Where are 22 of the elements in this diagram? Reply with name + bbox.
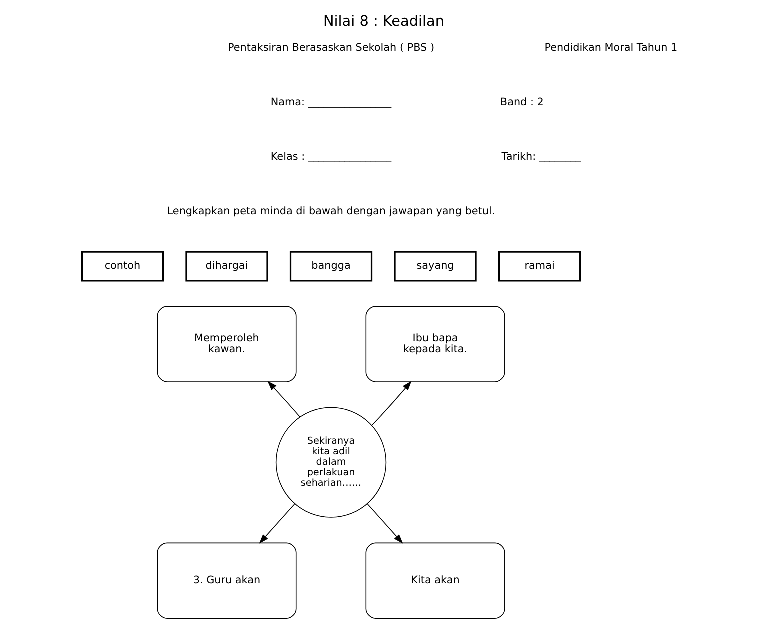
- arrow: [259, 504, 296, 544]
- node-box: dihargai: [186, 251, 268, 282]
- node-box: sayang: [394, 251, 477, 282]
- arrow: [367, 504, 404, 544]
- label: Nama: ________________: [270, 96, 392, 109]
- label: Lengkapkan peta minda di bawah dengan jawapan yang betul.: [167, 206, 496, 218]
- label: Band : 2: [500, 96, 544, 109]
- diagram-title: Nilai 8 : Keadilan: [323, 14, 445, 30]
- arrow: [372, 381, 412, 426]
- node-box: 3. Guru akan: [157, 542, 297, 619]
- arrow: [268, 381, 301, 418]
- label: Kelas : ________________: [270, 151, 392, 164]
- node-circle: Sekiranya kita adil dalam perlakuan seharian……: [276, 407, 387, 518]
- node-box: Memperoleh kawan.: [157, 306, 297, 382]
- node-box: ramai: [498, 251, 582, 282]
- node-box: Ibu bapa kepada kita.: [366, 306, 506, 382]
- node-box: Kita akan: [366, 542, 506, 619]
- label: Pentaksiran Berasaskan Sekolah ( PBS ): [228, 42, 435, 54]
- label: Pendidikan Moral Tahun 1: [544, 42, 678, 54]
- node-box: bangga: [290, 251, 373, 282]
- label: Tarikh: ________: [502, 151, 582, 164]
- node-box: contoh: [81, 251, 164, 282]
